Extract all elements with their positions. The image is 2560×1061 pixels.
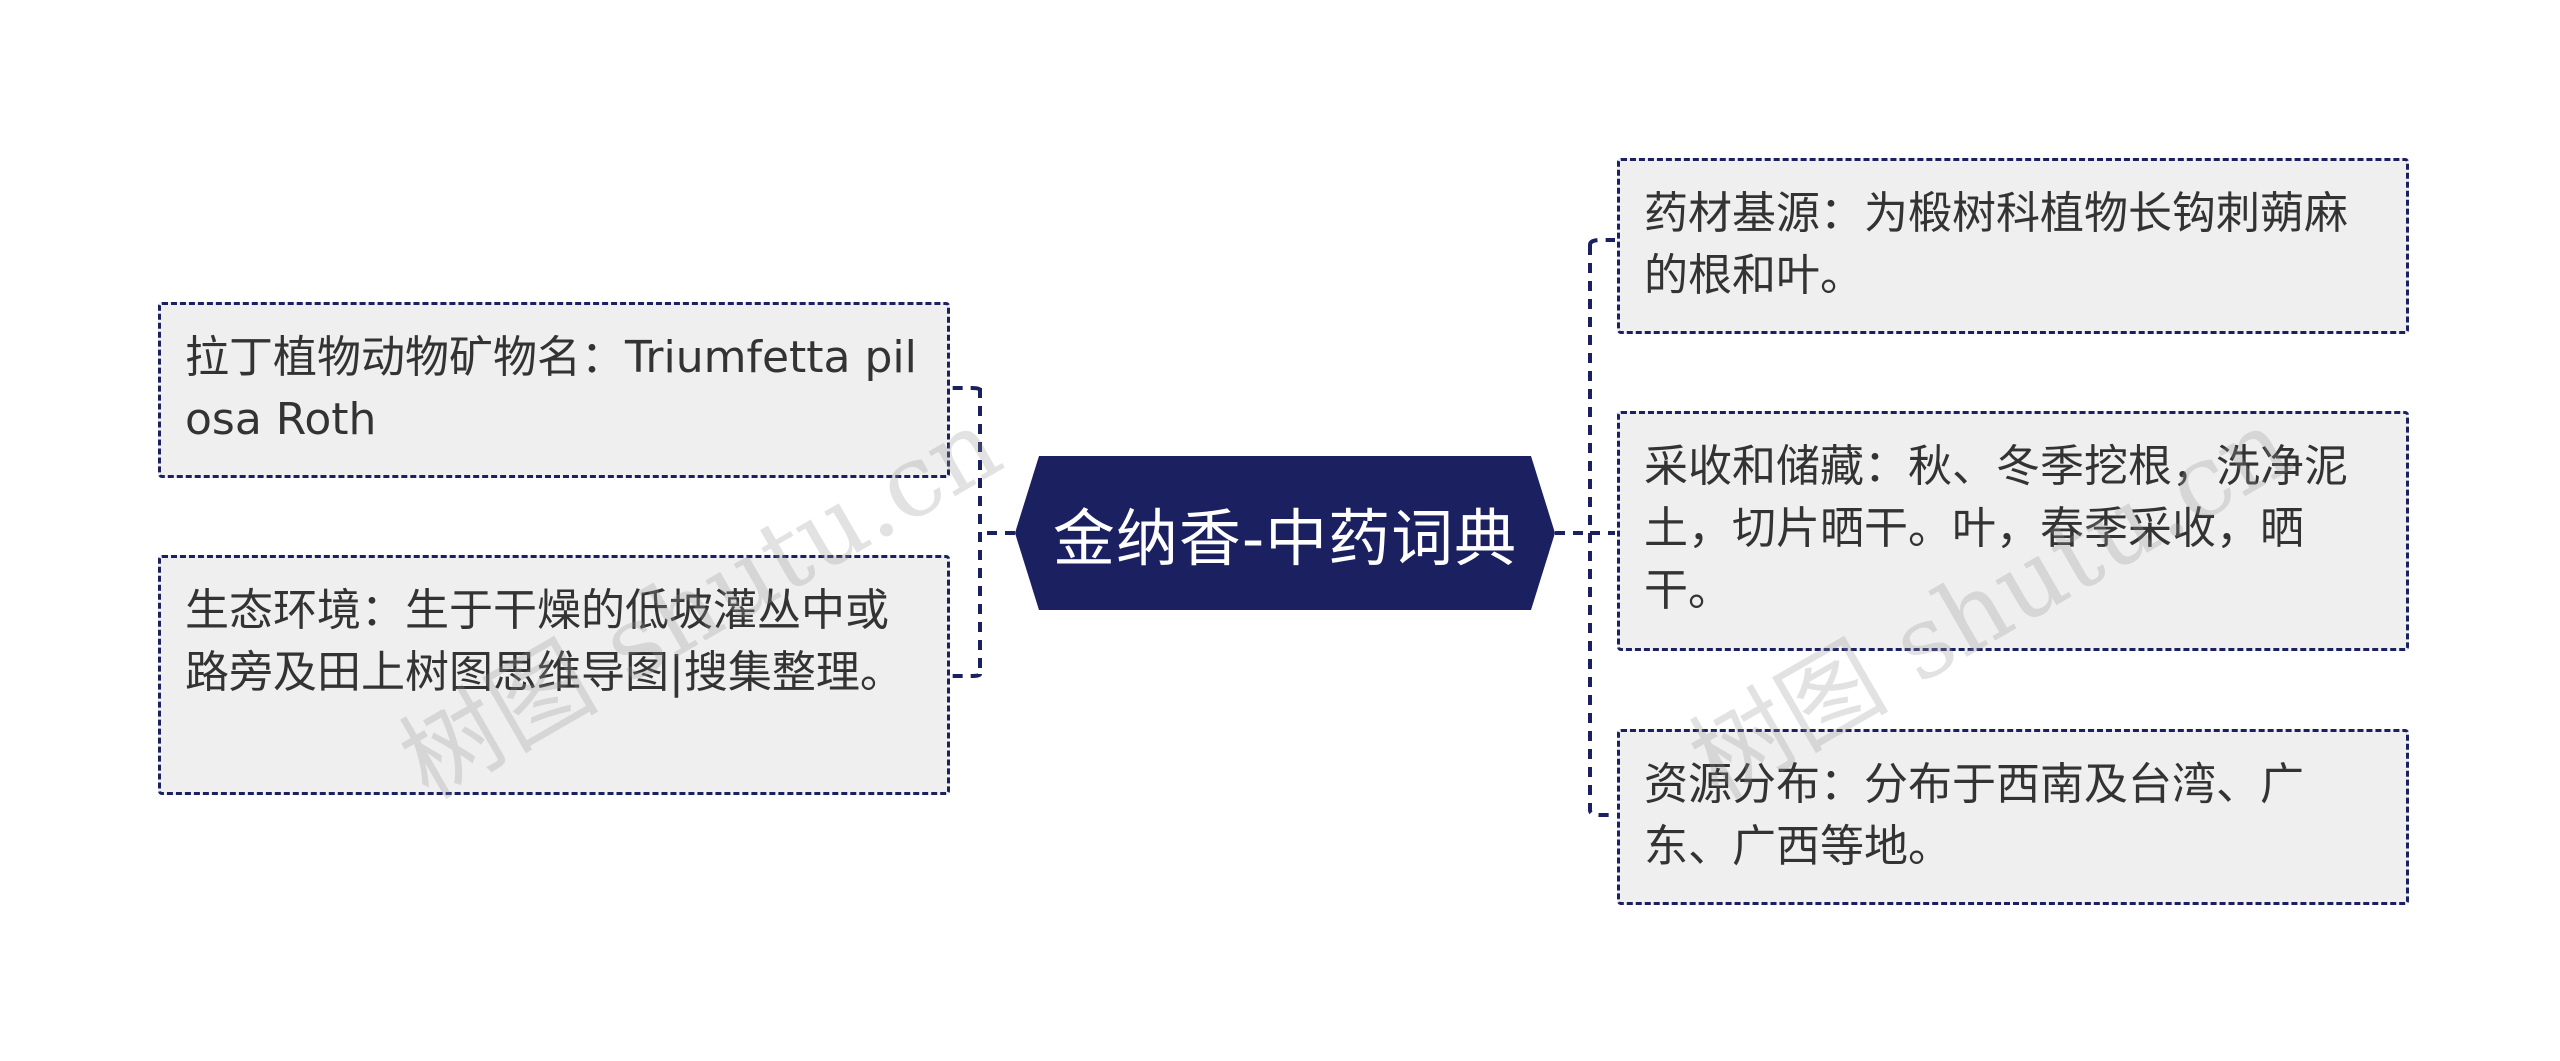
central-hexagon-shape xyxy=(1015,456,1555,610)
topic-source-text: 药材基源：为椴树科植物长钩刺蒴麻的根和叶。 xyxy=(1644,188,2348,301)
topic-harvest-storage[interactable]: 采收和储藏：秋、冬季挖根，洗净泥土，切片晒干。叶，春季采收，晒干。 xyxy=(1617,411,2409,651)
central-topic-label: 金纳香-中药词典 xyxy=(1052,502,1518,575)
connector-right-trunk xyxy=(1588,238,1615,817)
central-topic[interactable]: 金纳香-中药词典 xyxy=(1015,456,1555,610)
connector-left-topic-1 xyxy=(950,386,982,391)
topic-latin-name-text: 拉丁植物动物矿物名：Triumfetta pilosa Roth xyxy=(185,332,917,445)
connector-left-topic-2 xyxy=(950,673,982,678)
topic-latin-name[interactable]: 拉丁植物动物矿物名：Triumfetta pilosa Roth xyxy=(158,302,950,478)
topic-harvest-storage-text: 采收和储藏：秋、冬季挖根，洗净泥土，切片晒干。叶，春季采收，晒干。 xyxy=(1644,441,2348,616)
topic-source[interactable]: 药材基源：为椴树科植物长钩刺蒴麻的根和叶。 xyxy=(1617,158,2409,334)
topic-distribution[interactable]: 资源分布：分布于西南及台湾、广东、广西等地。 xyxy=(1617,729,2409,905)
topic-distribution-text: 资源分布：分布于西南及台湾、广东、广西等地。 xyxy=(1644,759,2304,872)
topic-habitat[interactable]: 生态环境：生于干燥的低坡灌丛中或路旁及田上树图思维导图|搜集整理。 xyxy=(158,555,950,795)
topic-habitat-text: 生态环境：生于干燥的低坡灌丛中或路旁及田上树图思维导图|搜集整理。 xyxy=(185,585,904,698)
